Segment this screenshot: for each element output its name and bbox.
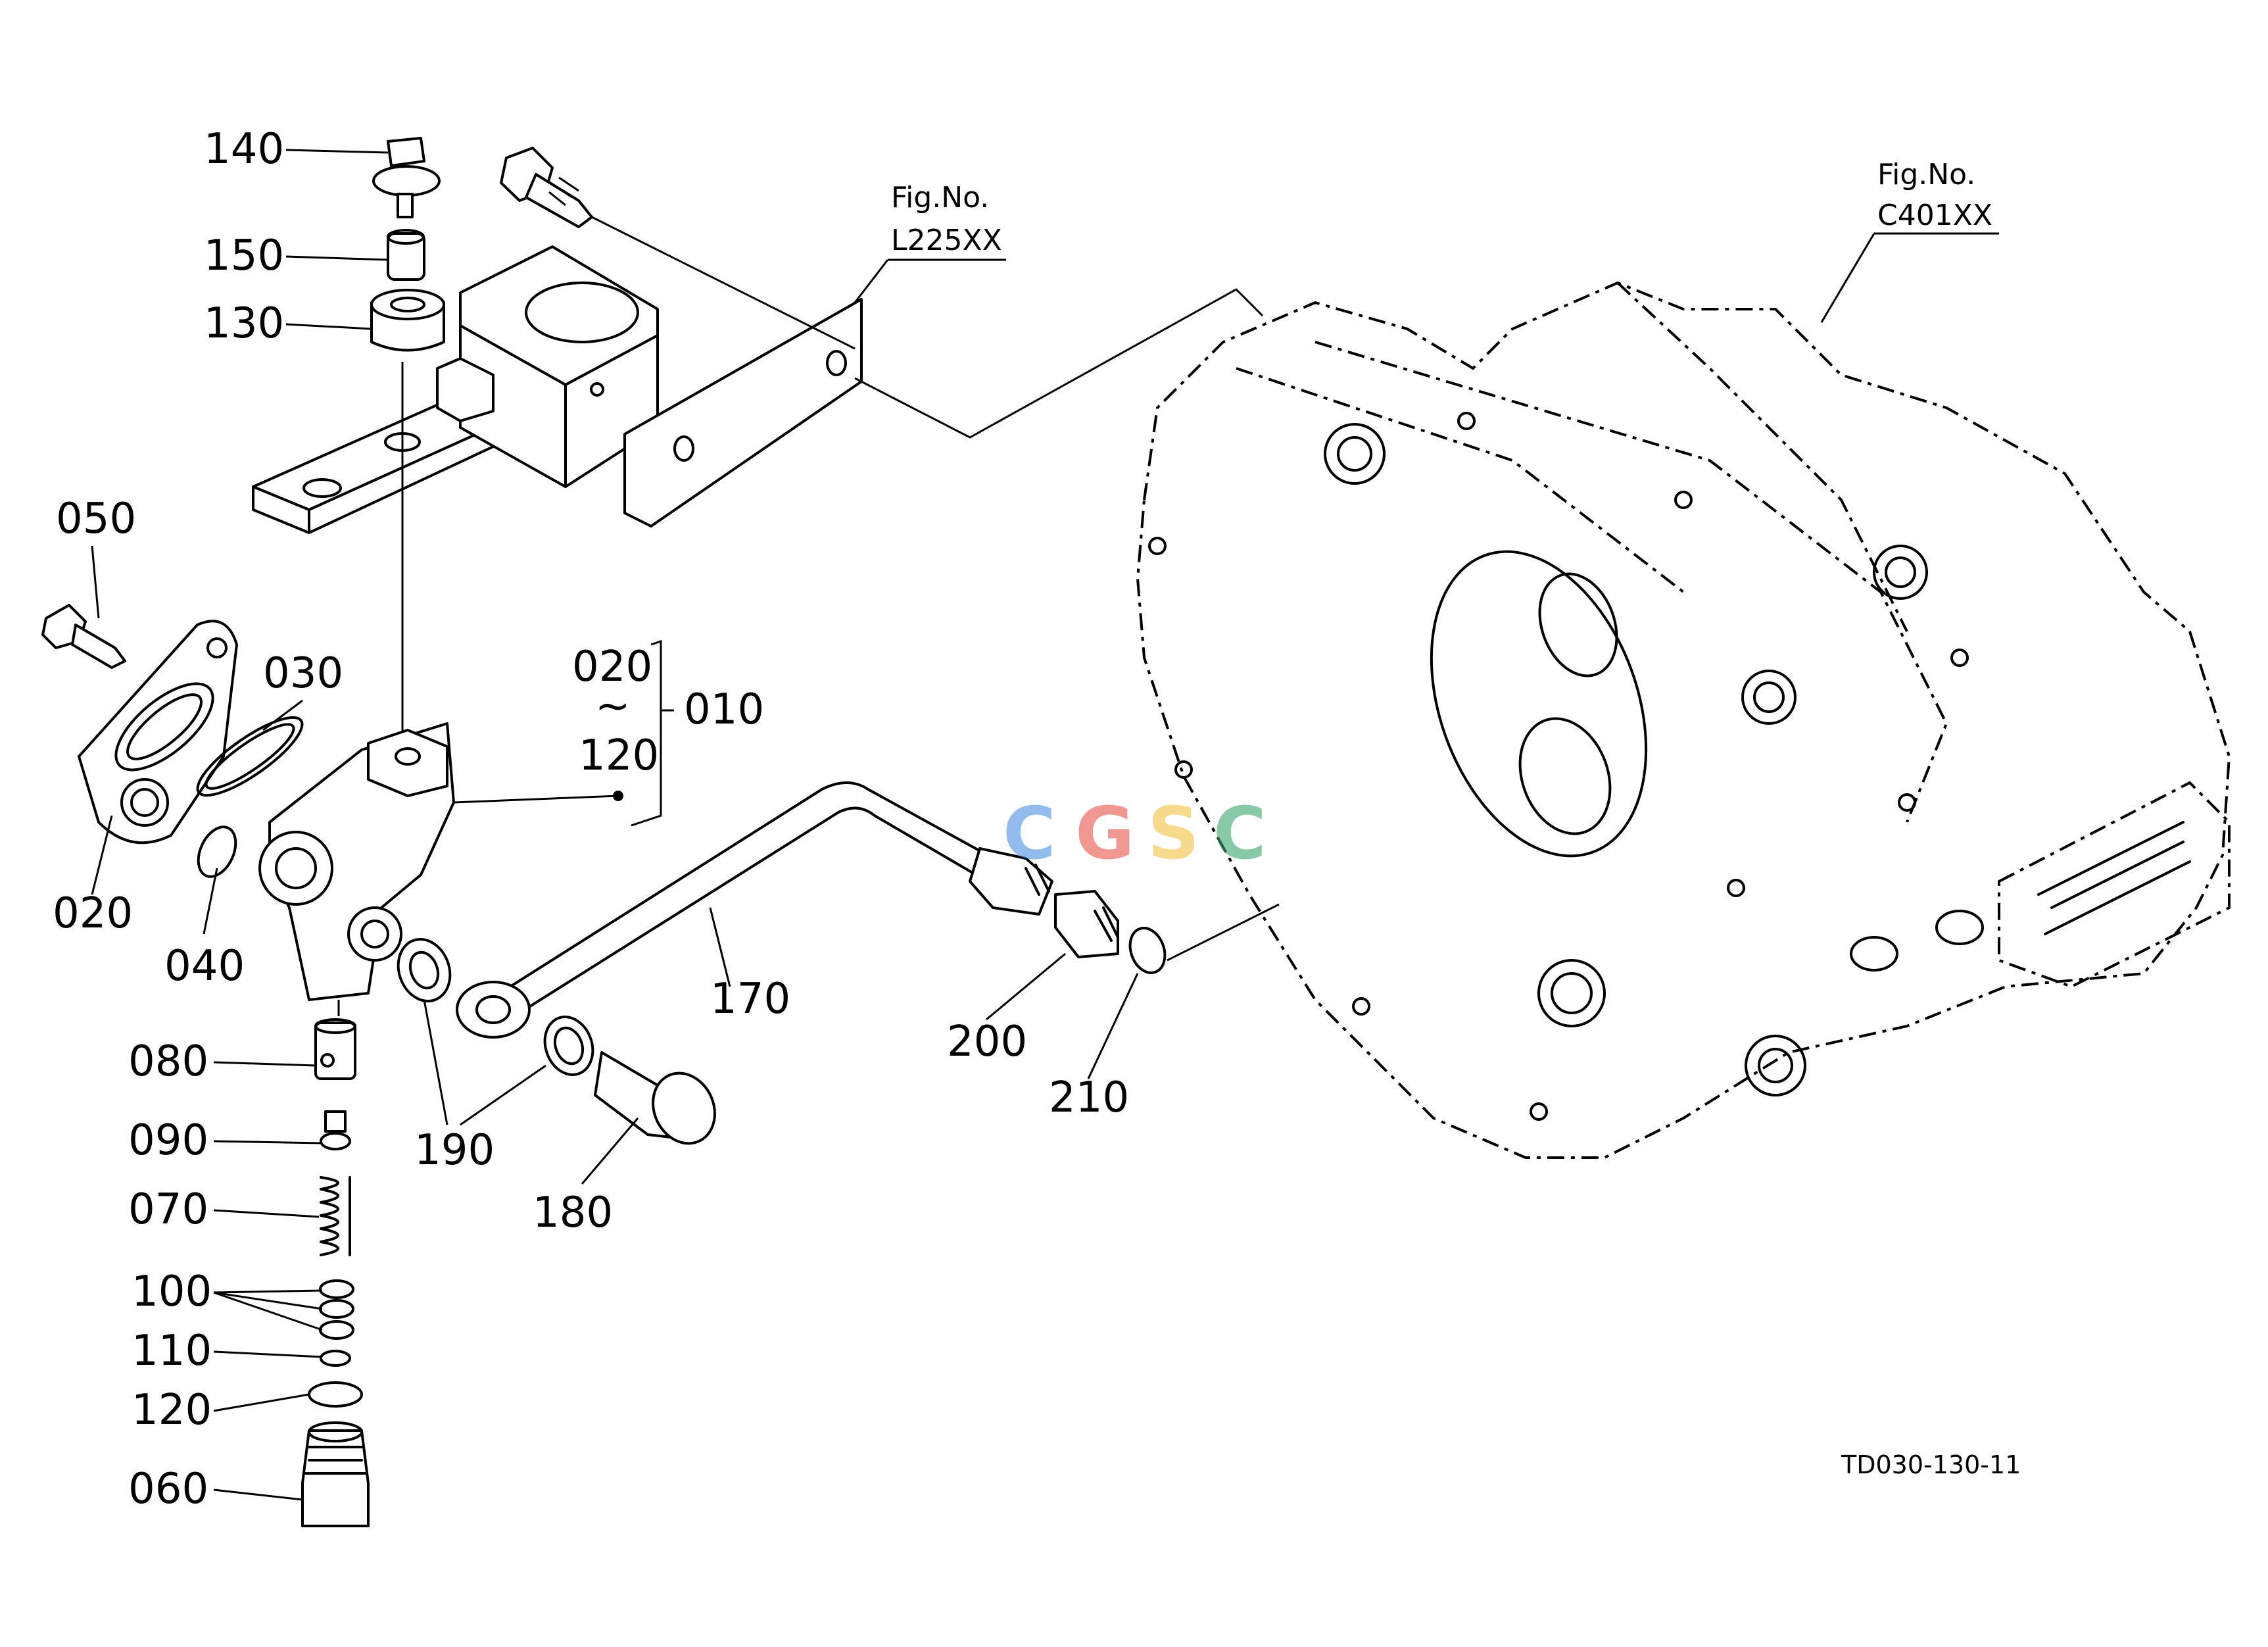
label-180: 180 [533, 1189, 613, 1237]
label-110: 110 [132, 1327, 212, 1375]
fig-ref-left-title: Fig.No. [891, 181, 989, 214]
label-130: 130 [204, 299, 284, 348]
label-140: 140 [204, 125, 284, 174]
reference-dot [613, 791, 623, 801]
label-100: 100 [132, 1267, 212, 1316]
label-170: 170 [710, 975, 790, 1023]
fig-ref-right-leader [1820, 233, 1875, 323]
label-070: 070 [128, 1185, 208, 1234]
pipe-assembly-drawing [397, 781, 1280, 1145]
valve-internals-drawing [301, 1018, 370, 1527]
watermark-letter-4: C [1213, 791, 1267, 875]
watermark-letter-1: C [1003, 791, 1056, 875]
label-040: 040 [164, 942, 245, 991]
label-120-range-end: 120 [579, 731, 659, 780]
label-060: 060 [128, 1465, 208, 1513]
range-tilde: ~ [595, 682, 631, 731]
transmission-case-drawing [854, 281, 2231, 1159]
label-020: 020 [53, 889, 133, 938]
watermark-letter-3: S [1147, 791, 1199, 875]
fig-ref-right-title: Fig.No. [1877, 158, 1975, 191]
label-080: 080 [128, 1037, 208, 1086]
label-050: 050 [56, 495, 136, 543]
fig-ref-left-leader [854, 259, 889, 303]
label-190: 190 [414, 1126, 495, 1175]
label-010: 010 [684, 685, 764, 734]
leader-lines [91, 149, 1139, 1501]
valve-assembly-drawing [41, 137, 455, 1016]
watermark-letter-2: G [1075, 791, 1134, 875]
label-150: 150 [204, 232, 284, 280]
label-200: 200 [947, 1018, 1027, 1066]
fig-ref-right-code: C401XX [1877, 199, 1992, 232]
label-120: 120 [132, 1386, 212, 1435]
label-030: 030 [263, 649, 343, 698]
label-020-range-start: 020 [572, 643, 652, 691]
label-090: 090 [128, 1116, 208, 1165]
label-210: 210 [1049, 1073, 1129, 1122]
bracket-drawing [252, 147, 863, 534]
watermark-logo: C G S C [1003, 791, 1267, 875]
drawing-code: TD030-130-11 [1841, 1450, 2021, 1479]
fig-ref-left-code: L225XX [891, 224, 1002, 257]
